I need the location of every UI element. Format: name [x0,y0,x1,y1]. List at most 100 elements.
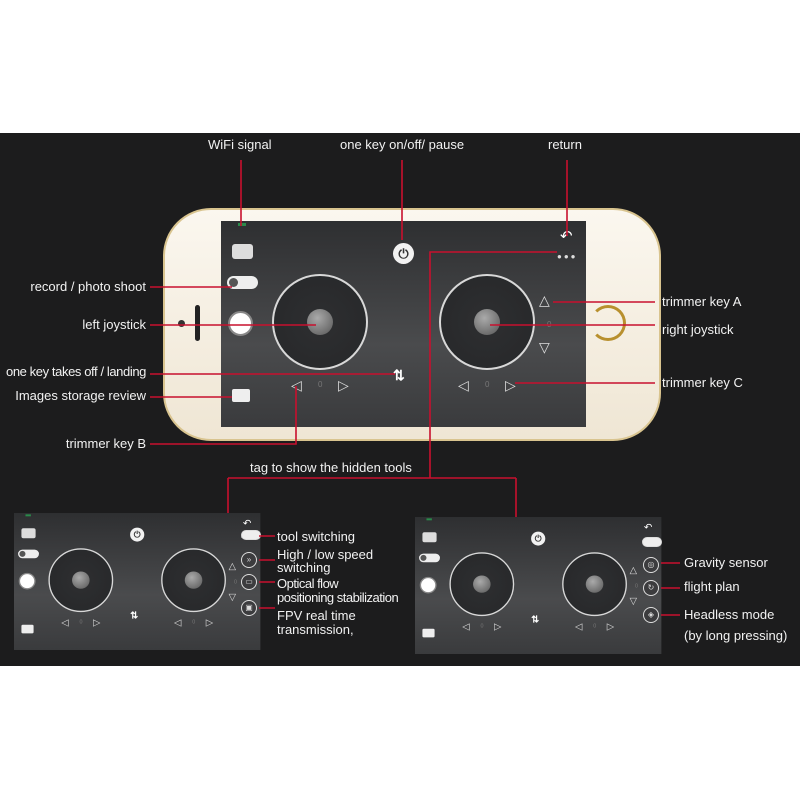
record-photo-toggle[interactable] [419,553,440,563]
record-photo-toggle[interactable] [227,276,258,289]
wifi-signal-icon [238,223,246,226]
label-speed-2: switching [277,560,331,575]
return-icon[interactable]: ↶ [242,517,252,529]
wifi-signal-icon [426,518,432,521]
right-joystick[interactable] [161,548,226,613]
trim-right-button[interactable]: ▷ [92,616,101,628]
label-left-joystick: left joystick [82,317,146,332]
trim-c-right-button[interactable]: ▷ [505,377,516,393]
trim-a-up-button[interactable]: △ [629,564,637,575]
camera-icon[interactable] [232,244,253,259]
fpv-icon[interactable]: ▣ [241,600,257,616]
optical-flow-icon[interactable]: ▭ [241,574,257,590]
return-icon[interactable]: ↶ [643,521,653,533]
left-joystick[interactable] [272,274,368,370]
left-joystick[interactable] [449,552,515,617]
takeoff-landing-icon[interactable]: ⇅ [393,367,405,383]
trim-c-left-button[interactable]: ◁ [458,377,469,393]
trim-a-down-button[interactable]: ▽ [539,339,550,355]
trim-left-button[interactable]: ◁ [462,620,470,632]
joystick-knob[interactable] [184,571,203,589]
wifi-signal-icon [25,514,31,517]
label-gravity-sensor: Gravity sensor [684,555,768,570]
label-return: return [548,137,582,152]
right-joystick[interactable] [439,274,535,370]
record-photo-toggle[interactable] [18,549,39,559]
flight-plan-icon[interactable]: ↻ [643,580,659,596]
joystick-knob[interactable] [72,571,90,589]
label-headless-note: (by long pressing) [684,628,788,643]
label-takeoff: one key takes off / landing [5,364,146,379]
trim-c-value: 0 [593,622,597,629]
trim-a-down-button[interactable]: ▽ [629,595,637,607]
label-trimmer-a: trimmer key A [662,294,742,309]
power-icon[interactable]: ⏻ [531,531,546,546]
joystick-knob[interactable] [473,575,491,593]
trim-b-value: 0 [79,618,83,625]
label-tool-switching: tool switching [277,529,356,544]
label-optical-2: positioning stabilization [277,590,399,605]
joystick-knob[interactable] [474,309,500,335]
trim-c-value: 0 [192,618,196,625]
label-hidden-tools: tag to show the hidden tools [250,460,412,475]
label-power: one key on/off/ pause [340,137,465,152]
phone-speaker [195,305,200,341]
left-joystick[interactable] [48,548,114,613]
right-joystick[interactable] [562,552,627,617]
power-icon[interactable]: ⏻ [130,527,145,542]
camera-icon[interactable] [21,528,36,539]
joystick-knob[interactable] [585,575,604,593]
label-fpv-2: transmission, [277,622,354,637]
label-trimmer-b: trimmer key B [65,436,146,451]
takeoff-landing-icon[interactable]: ⇅ [531,614,540,625]
controller-screen-mini: ⏻ ↶ ●●● ◁ 0 ▷ ⇅ ◁ 0 ▷ △ 0 ▽ [14,513,261,650]
camera-icon[interactable] [422,532,437,543]
trim-a-up-button[interactable]: △ [228,560,236,571]
trim-right-button[interactable]: ▷ [493,620,502,632]
label-trimmer-c: trimmer key C [662,375,743,390]
label-optical-1: Optical flow [277,576,339,591]
trim-a-value: 0 [234,578,238,585]
speed-switch-icon[interactable]: » [241,552,257,568]
label-wifi-signal: WiFi signal [208,137,272,152]
controller-screen-mini: ⏻ ↶ ●●● ◁ 0 ▷ ⇅ ◁ 0 ▷ △ 0 ▽ [415,517,662,654]
label-speed-1: High / low speed [277,547,374,562]
tool-switch-toggle[interactable] [241,530,261,540]
gravity-sensor-icon[interactable]: ◎ [643,557,659,573]
power-icon[interactable]: ⏻ [393,243,414,264]
trim-a-down-button[interactable]: ▽ [228,591,236,603]
home-button [590,305,626,341]
label-headless: Headless mode [684,607,775,622]
trim-c-left-button[interactable]: ◁ [574,620,583,632]
shutter-button[interactable] [18,572,36,590]
trim-a-value: 0 [635,582,639,589]
trim-c-right-button[interactable]: ▷ [205,616,213,628]
tool-switch-toggle[interactable] [642,537,662,547]
controller-screen: ⏻ ↶ ●●● ◁ 0 ▷ ⇅ ◁ 0 ▷ △ 0 ▽ [221,221,586,427]
shutter-button[interactable] [228,311,253,336]
trim-left-button[interactable]: ◁ [61,616,69,628]
folder-icon[interactable] [21,624,34,634]
shutter-button[interactable] [419,576,437,594]
takeoff-landing-icon[interactable]: ⇅ [130,610,139,621]
folder-icon[interactable] [422,628,435,638]
return-icon[interactable]: ↶ [560,228,573,245]
trim-c-right-button[interactable]: ▷ [606,620,614,632]
folder-icon[interactable] [232,389,250,402]
trim-left-button[interactable]: ◁ [291,377,302,393]
label-flight-plan: flight plan [684,579,740,594]
label-right-joystick: right joystick [662,322,734,337]
more-tools-dots[interactable]: ●●● [557,252,578,261]
label-images: Images storage review [15,388,146,403]
trim-c-value: 0 [485,380,490,389]
trim-c-left-button[interactable]: ◁ [173,616,182,628]
label-record: record / photo shoot [30,279,146,294]
joystick-knob[interactable] [307,309,333,335]
label-fpv-1: FPV real time [277,608,356,623]
headless-mode-icon[interactable]: ◈ [643,607,659,623]
trim-a-up-button[interactable]: △ [539,292,550,308]
trim-right-button[interactable]: ▷ [338,377,349,393]
trim-b-value: 0 [480,622,484,629]
phone-camera [178,320,185,327]
